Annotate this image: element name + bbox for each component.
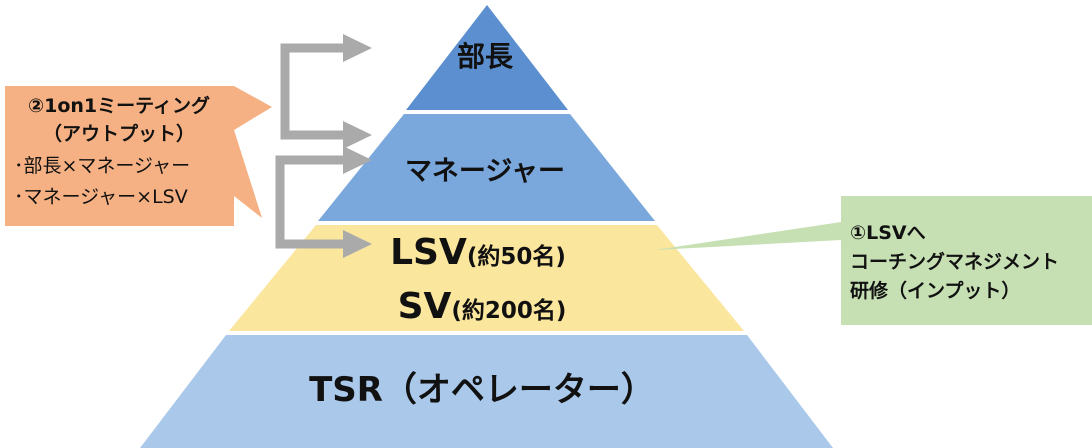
arrow-manager-to-bucho	[280, 43, 345, 140]
callout-right-line-3: 研修（インプット）	[850, 279, 1020, 302]
pyramid-level-lsv-sv	[229, 225, 744, 331]
arrow-head-manager-top	[343, 121, 372, 149]
level-label-bucho: 部長	[457, 40, 514, 73]
arrow-heads	[343, 34, 372, 258]
level-count-sv: (約200名)	[451, 297, 566, 324]
connector-arrows	[275, 43, 345, 249]
pyramid-level-tsr	[140, 335, 833, 448]
callout-right-line-2: コーチングマネジメント	[850, 250, 1059, 273]
callout-left-item-2: ･マネージャー×LSV	[14, 186, 188, 208]
level-label-sv-line: SV(約200名)	[398, 286, 567, 327]
callout-right-box	[655, 196, 1092, 325]
level-label-tsr: TSR（オペレーター）	[309, 370, 655, 410]
level-label-manager: マネージャー	[405, 156, 565, 187]
level-label-lsv: LSV	[390, 232, 467, 273]
callout-left-item-1: ･部長×マネージャー	[14, 155, 190, 177]
pyramid-level-manager	[318, 114, 655, 221]
callout-left-box	[5, 86, 272, 226]
level-count-lsv: (約50名)	[467, 243, 566, 270]
callout-left-title-2: （アウトプット）	[43, 122, 195, 145]
callout-right-line-1: ①LSVへ	[850, 222, 926, 244]
level-label-sv: SV	[398, 286, 452, 327]
pyramid-level-bucho	[406, 5, 568, 110]
arrow-manager-to-lsv	[275, 155, 345, 249]
arrow-head-manager-bottom	[343, 146, 372, 174]
arrow-head-bucho	[343, 34, 372, 62]
level-label-lsv-line: LSV(約50名)	[390, 232, 566, 273]
arrow-head-lsv	[343, 230, 372, 258]
callout-left-title-1: ②1on1ミーティング	[28, 94, 210, 117]
